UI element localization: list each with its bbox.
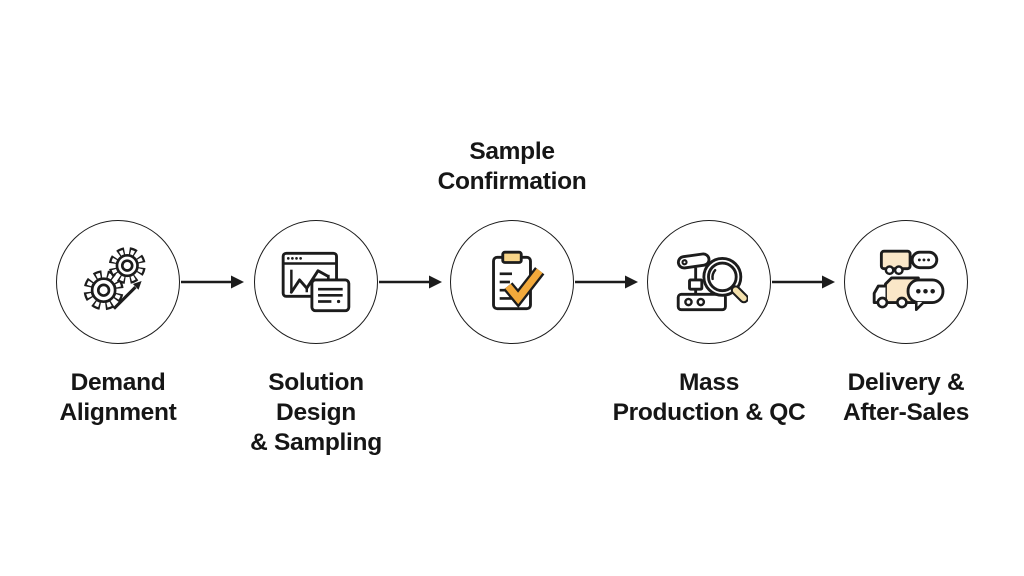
step-circle-solution-design [254, 220, 378, 344]
step-circle-sample-confirmation [450, 220, 574, 344]
step-circle-demand-alignment [56, 220, 180, 344]
browser-chart-note-icon [281, 251, 351, 313]
step-label-mass-production-qc: Mass Production & QC [587, 368, 831, 428]
arrow-right-icon [379, 275, 442, 289]
magnifier-handle [732, 287, 747, 302]
label-line: Mass [678, 369, 740, 396]
label-line: & Sampling [250, 429, 382, 456]
step-circle-delivery-aftersales [844, 220, 968, 344]
machine-magnifier-icon [676, 252, 748, 312]
label-line: Solution [268, 369, 364, 396]
arrow-right-icon [181, 275, 244, 289]
gears-growth-icon [83, 247, 146, 311]
label-line: Production & QC [612, 399, 806, 426]
trailer-box [879, 249, 912, 271]
arrow-right-icon [575, 275, 638, 289]
trucks-chat-icon [872, 249, 945, 311]
check-mark [505, 268, 543, 305]
label-line: Alignment [59, 399, 177, 426]
clipboard-check-icon [492, 250, 545, 311]
label-line: Sample [469, 138, 555, 165]
step-label-sample-confirmation: Sample Confirmation [390, 137, 634, 197]
step-label-demand-alignment: Demand Alignment [0, 368, 240, 428]
label-line: After-Sales [842, 399, 970, 426]
label-line: Confirmation [437, 168, 587, 195]
clipboard-clip [501, 250, 523, 264]
step-label-solution-design: Solution Design & Sampling [194, 368, 438, 458]
step-label-delivery-aftersales: Delivery & After-Sales [784, 368, 1024, 428]
label-line: Design [276, 399, 356, 426]
label-line: Delivery & [847, 369, 965, 396]
arrow-right-icon [772, 275, 835, 289]
step-circle-mass-production-qc [647, 220, 771, 344]
label-line: Demand [70, 369, 166, 396]
